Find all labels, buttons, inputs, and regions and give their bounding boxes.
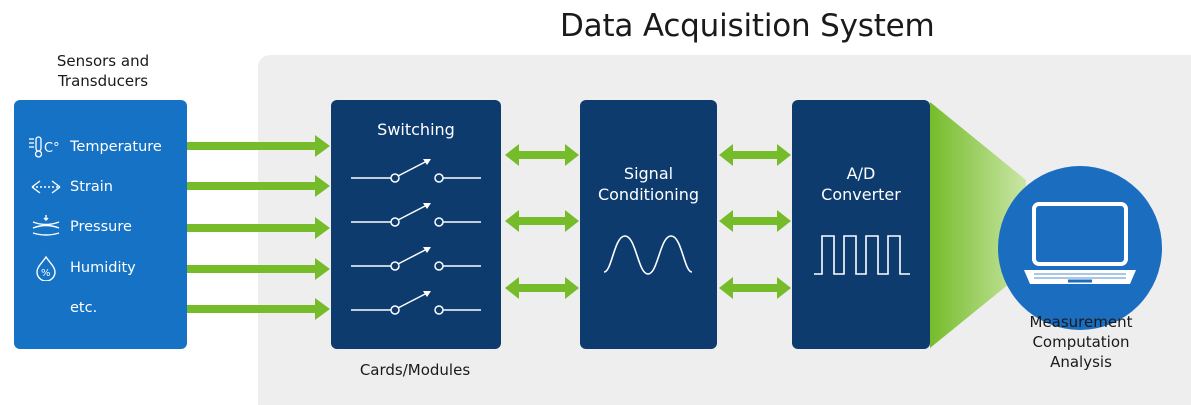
ad-converter-line1: A/D [846,164,876,183]
sensor-label-strain: Strain [70,179,113,195]
signal-conditioning-title: Signal Conditioning [580,163,717,205]
ad-converter-title: A/D Converter [792,163,930,205]
svg-text:C°: C° [44,141,60,156]
sensor-item-pressure: Pressure [22,214,132,240]
double-arrow [719,144,791,166]
signal-conditioning-box: Signal Conditioning [580,100,717,349]
sensors-heading: Sensors and Transducers [18,51,188,91]
thermometer-icon: C° [22,134,70,160]
switch-array [351,159,481,315]
double-arrow [505,210,579,232]
bidirectional-arrows-2 [719,144,791,299]
laptop-icon [1024,202,1136,284]
switch-symbol [351,203,481,227]
output-label: Measurement Computation Analysis [1002,312,1160,372]
output-line3: Analysis [1050,353,1112,371]
sine-wave-icon [603,235,693,275]
sensor-item-etc: etc. [22,295,97,321]
sensor-arrows [187,135,330,320]
switching-box: Switching [331,100,501,349]
humidity-icon: % [22,255,70,281]
ad-converter-box: A/D Converter [792,100,930,349]
output-funnel [930,102,1026,348]
input-arrow [187,298,330,320]
svg-text:%: % [41,268,51,279]
sensor-item-temperature: C° Temperature [22,134,162,160]
sensor-item-humidity: % Humidity [22,255,136,281]
square-wave-icon [814,235,910,275]
computer-circle [998,166,1162,330]
sensor-item-strain: Strain [22,174,113,200]
switch-symbol [351,159,481,183]
switch-symbol [351,291,481,315]
double-arrow [719,277,791,299]
sensor-label-etc: etc. [70,300,98,316]
signal-conditioning-line2: Conditioning [597,185,700,204]
output-line2: Computation [1032,333,1130,351]
input-arrow [187,217,330,239]
sensors-heading-line2: Transducers [57,72,149,90]
input-arrow [187,135,330,157]
double-arrow [505,144,579,166]
diagram-title: Data Acquisition System [560,8,935,44]
sensor-label-pressure: Pressure [70,219,132,235]
switching-title: Switching [377,120,455,139]
pressure-icon [22,214,70,240]
signal-conditioning-line1: Signal [623,164,674,183]
sensors-heading-line1: Sensors and [56,52,150,70]
cards-modules-label: Cards/Modules [359,361,471,379]
switch-symbol [351,247,481,271]
strain-icon [22,174,70,200]
double-arrow [719,210,791,232]
sensor-label-humidity: Humidity [70,260,136,276]
bidirectional-arrows-1 [505,144,579,299]
output-line1: Measurement [1029,313,1133,331]
double-arrow [505,277,579,299]
sensor-label-temperature: Temperature [70,139,162,155]
input-arrow [187,258,330,280]
ad-converter-line2: Converter [821,185,901,204]
sensors-box: C° Temperature Strain Pressure [14,100,187,349]
input-arrow [187,175,330,197]
